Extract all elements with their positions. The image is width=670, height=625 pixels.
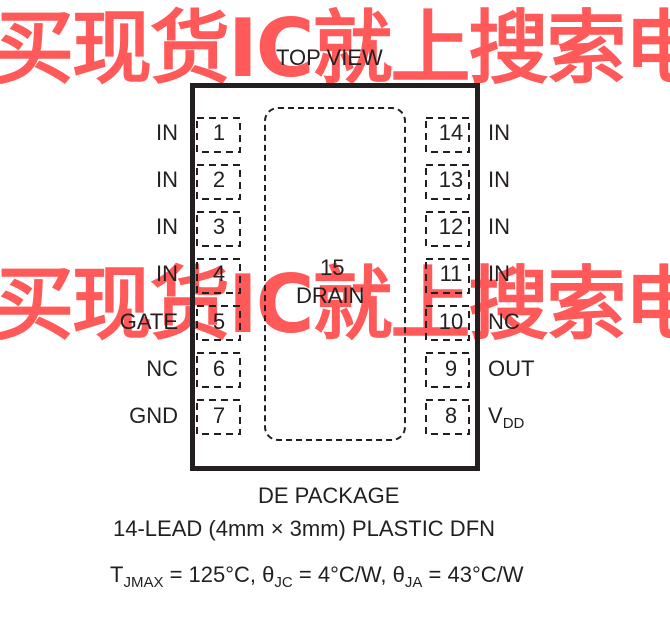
pin-10-number: 10 xyxy=(438,309,464,334)
thermal-ratings: TJMAX = 125°C, θJC = 4°C/W, θJA = 43°C/W xyxy=(110,562,524,592)
right-pin-lead-9 xyxy=(425,352,470,388)
pin-2-number: 2 xyxy=(212,167,226,192)
right-pin-lead-12 xyxy=(425,211,470,247)
pin-7-number: 7 xyxy=(212,403,226,428)
watermark-text-lower: 买现货IC就上搜索电子 xyxy=(0,258,670,351)
exposed-pad-name: DRAIN xyxy=(296,283,365,308)
pin-14-label: IN xyxy=(488,120,510,145)
package-name: DE PACKAGE xyxy=(258,483,400,508)
pin-4-number: 4 xyxy=(212,261,226,286)
pin-8-number: 8 xyxy=(444,403,458,428)
left-pin-lead-4 xyxy=(196,258,241,294)
pin-8-label: VDD xyxy=(488,403,525,433)
left-pin-lead-6 xyxy=(196,352,241,388)
pin-5-label: GATE xyxy=(119,309,178,334)
exposed-pad-number: 15 xyxy=(320,255,345,280)
package-description: 14-LEAD (4mm × 3mm) PLASTIC DFN xyxy=(113,516,496,541)
package-outline xyxy=(190,83,480,471)
left-pin-lead-2 xyxy=(196,164,241,200)
pin-14-number: 14 xyxy=(438,120,464,145)
right-pin-lead-13 xyxy=(425,164,470,200)
pin-12-number: 12 xyxy=(438,214,464,239)
pin-13-number: 13 xyxy=(438,167,464,192)
left-pin-lead-7 xyxy=(196,399,241,435)
pin-13-label: IN xyxy=(488,167,510,192)
pin-4-label: IN xyxy=(156,261,178,286)
right-pin-lead-11 xyxy=(425,258,470,294)
pin-6-number: 6 xyxy=(212,356,226,381)
pin-9-number: 9 xyxy=(444,356,458,381)
pin-3-label: IN xyxy=(156,214,178,239)
left-pin-lead-5 xyxy=(196,305,241,341)
left-pin-lead-3 xyxy=(196,211,241,247)
pin-11-label: IN xyxy=(488,261,510,286)
top-view-title: TOP VIEW xyxy=(276,45,383,70)
pin-9-label: OUT xyxy=(488,356,535,381)
pin-7-label: GND xyxy=(129,403,178,428)
right-pin-lead-10 xyxy=(425,305,470,341)
pin-12-label: IN xyxy=(488,214,510,239)
left-pin-lead-1 xyxy=(196,117,241,153)
pin-5-number: 5 xyxy=(212,309,226,334)
right-pin-lead-8 xyxy=(425,399,470,435)
pin-3-number: 3 xyxy=(212,214,226,239)
exposed-pad-outline xyxy=(264,107,406,441)
watermark-text: 买现货IC就上搜索电子 xyxy=(0,2,670,95)
right-pin-lead-14 xyxy=(425,117,470,153)
pin-11-number: 11 xyxy=(439,261,463,286)
pin-10-label: NC xyxy=(488,309,520,334)
pin-6-label: NC xyxy=(146,356,178,381)
pin-1-number: 1 xyxy=(212,120,226,145)
pin-2-label: IN xyxy=(156,167,178,192)
pin-1-label: IN xyxy=(156,120,178,145)
